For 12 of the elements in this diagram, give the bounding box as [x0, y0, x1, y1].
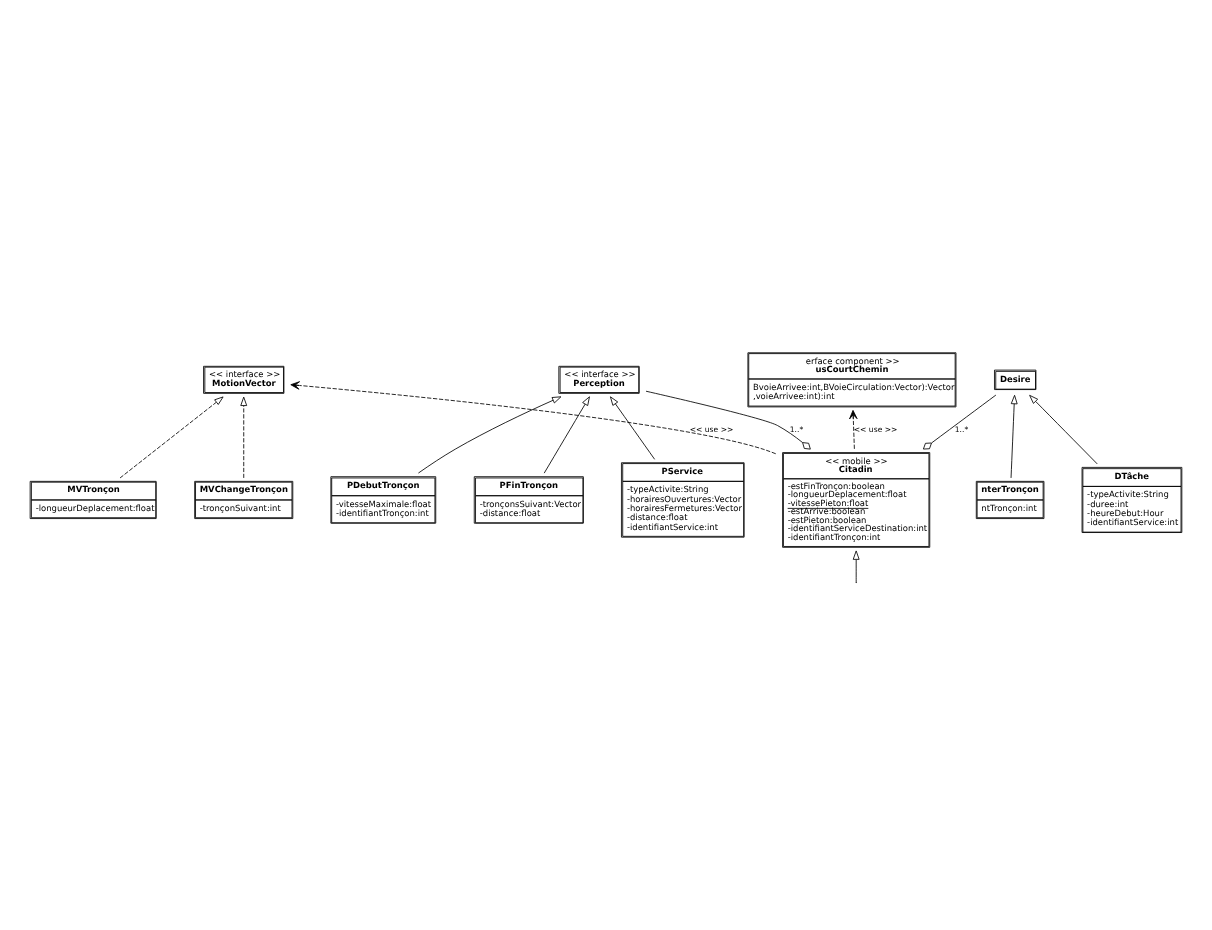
arrow — [290, 380, 777, 454]
connector — [922, 393, 997, 449]
arrow — [119, 395, 224, 478]
arrow — [418, 395, 562, 473]
arrow — [852, 549, 860, 582]
arrow — [1010, 393, 1018, 478]
arrow — [543, 395, 590, 473]
arrow — [1029, 393, 1098, 464]
arrow — [610, 395, 656, 459]
connector — [645, 389, 811, 449]
arrow — [849, 408, 858, 449]
arrow — [240, 395, 248, 478]
